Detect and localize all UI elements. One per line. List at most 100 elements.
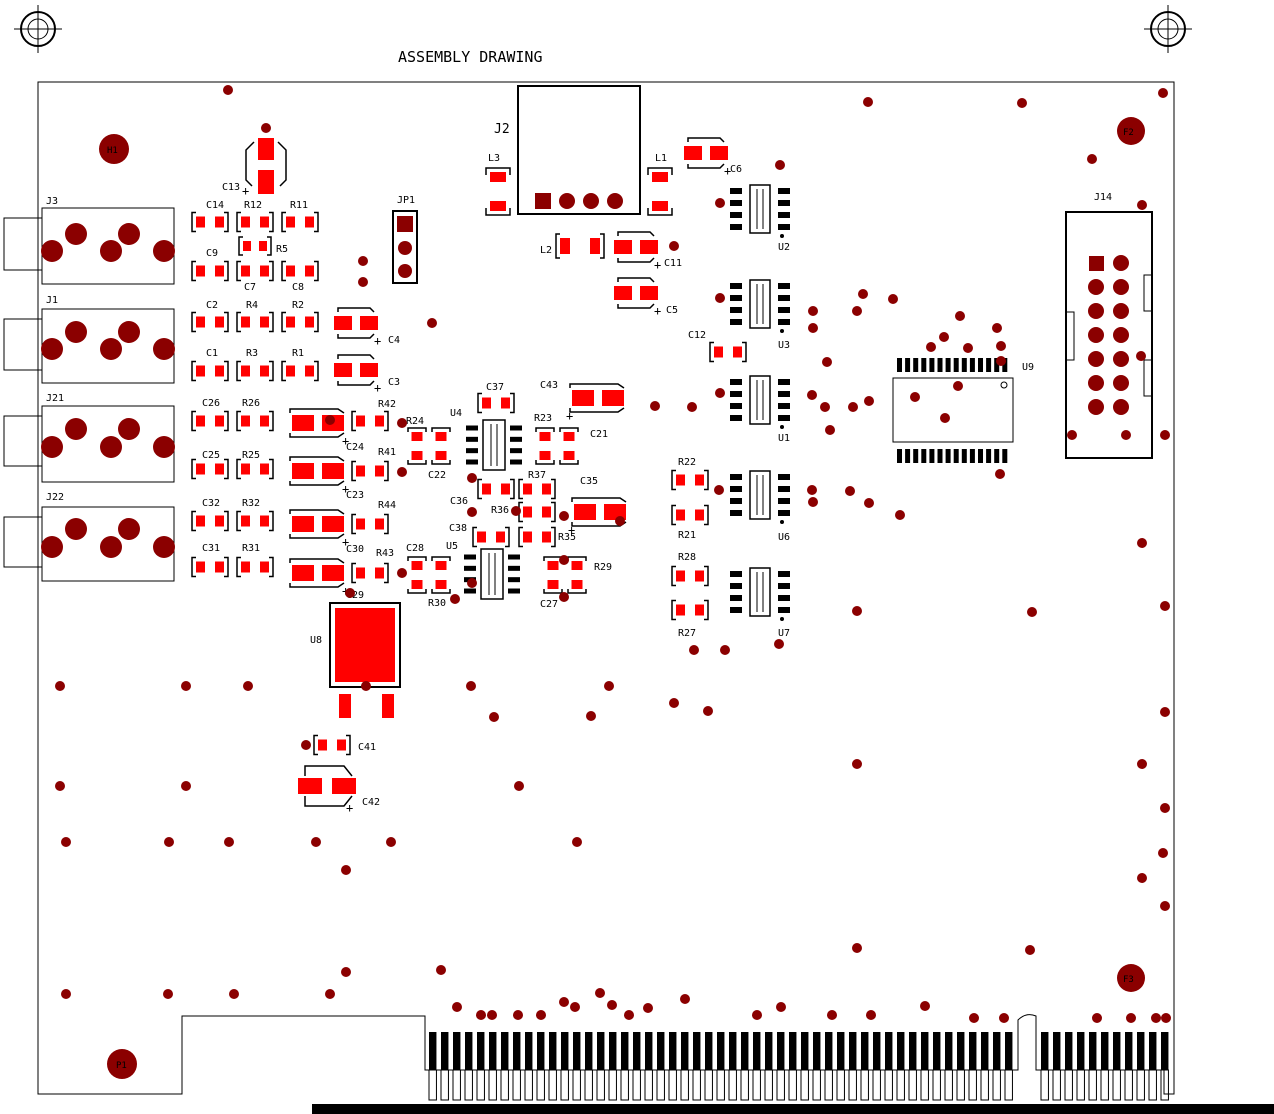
gold-finger-outline [560, 1069, 569, 1101]
gold-finger-outline [740, 1069, 749, 1101]
ref-designator-label: C14 [206, 200, 224, 211]
ref-designator-label: U2 [778, 242, 790, 253]
polarity-plus-icon: + [242, 184, 249, 198]
via [224, 837, 234, 847]
via [358, 256, 368, 266]
ref-designator-label: U1 [778, 433, 790, 444]
component-c38: C38 [449, 523, 510, 548]
via [1161, 1013, 1171, 1023]
ic-pin [913, 449, 919, 463]
ref-designator-label: C21 [590, 429, 608, 440]
component-r44: R44 [351, 500, 396, 535]
via [852, 759, 862, 769]
gold-finger-outline [848, 1069, 857, 1101]
via [311, 837, 321, 847]
component-c21: C21 [559, 427, 608, 465]
via [775, 160, 785, 170]
via [511, 506, 521, 516]
gold-finger [789, 1032, 797, 1070]
drawing-title: ASSEMBLY DRAWING [398, 48, 543, 66]
gold-finger [633, 1032, 641, 1070]
via [715, 388, 725, 398]
gold-finger-outline [1112, 1069, 1121, 1101]
via [1137, 873, 1147, 883]
gold-finger [561, 1032, 569, 1070]
ref-designator-label: C4 [388, 335, 400, 346]
gold-finger-outline [452, 1069, 461, 1101]
component-r4: R4 [236, 300, 274, 333]
via [715, 198, 725, 208]
gold-finger-outline [656, 1069, 665, 1101]
gold-finger-outline [980, 1069, 989, 1101]
ref-designator-label: C1 [206, 348, 218, 359]
polarity-plus-icon: + [374, 381, 381, 395]
via [999, 1013, 1009, 1023]
ref-designator-label: C25 [202, 450, 220, 461]
via [852, 943, 862, 953]
gold-finger [609, 1032, 617, 1070]
via [1137, 200, 1147, 210]
ic-pin [961, 449, 967, 463]
via [467, 507, 477, 517]
via [604, 681, 614, 691]
gold-finger [1077, 1032, 1085, 1070]
via [643, 1003, 653, 1013]
ref-designator-label: U3 [778, 340, 790, 351]
gold-finger-outline [812, 1069, 821, 1101]
component-r21: R21 [671, 504, 709, 541]
via [715, 293, 725, 303]
ref-designator-label: R37 [528, 470, 546, 481]
ref-designator-label: R2 [292, 300, 304, 311]
via [261, 123, 271, 133]
via [386, 837, 396, 847]
ref-designator-label: R44 [378, 500, 396, 511]
ref-designator-label: R4 [246, 300, 258, 311]
ref-designator-label: C31 [202, 543, 220, 554]
ic-pin [969, 449, 975, 463]
gold-finger-outline [944, 1069, 953, 1101]
gold-finger [1125, 1032, 1133, 1070]
ic-pin [961, 358, 967, 372]
ref-designator-label: R1 [292, 348, 304, 359]
component-r1: R1 [281, 348, 319, 382]
component-c36: C36 [450, 478, 515, 507]
ref-designator-label: C9 [206, 248, 218, 259]
gold-finger-outline [620, 1069, 629, 1101]
ref-designator-label: R29 [594, 562, 612, 573]
ref-designator-label: L2 [540, 245, 552, 256]
ref-designator-label: R5 [276, 244, 288, 255]
gold-finger-outline [1040, 1069, 1049, 1101]
gold-finger-outline [956, 1069, 965, 1101]
ref-designator-label: L3 [488, 153, 500, 164]
via [1137, 538, 1147, 548]
via [852, 606, 862, 616]
via [163, 989, 173, 999]
via [920, 1001, 930, 1011]
gold-finger-outline [920, 1069, 929, 1101]
gold-finger [1149, 1032, 1157, 1070]
ref-designator-label: R27 [678, 628, 696, 639]
via [752, 1010, 762, 1020]
sot-ic-u5: U5 [446, 541, 520, 600]
svg-text:F3: F3 [1123, 975, 1134, 985]
svg-text:JP1: JP1 [397, 195, 415, 206]
ic-pin [921, 358, 927, 372]
gold-finger [1137, 1032, 1145, 1070]
ref-designator-label: R3 [246, 348, 258, 359]
via [181, 681, 191, 691]
gold-finger-outline [680, 1069, 689, 1101]
capacitor-c3: +C3 [334, 354, 400, 395]
via [888, 294, 898, 304]
via [489, 712, 499, 722]
sot-ic-u4: U4 [450, 408, 522, 471]
fiducial-top-right-icon [1144, 5, 1192, 53]
gold-finger [501, 1032, 509, 1070]
gold-finger [1065, 1032, 1073, 1070]
component-l2: L2 [540, 233, 605, 259]
via [996, 356, 1006, 366]
gold-finger-outline [704, 1069, 713, 1101]
via [720, 645, 730, 655]
jack-j21: J21 [3, 393, 175, 483]
via [476, 1010, 486, 1020]
